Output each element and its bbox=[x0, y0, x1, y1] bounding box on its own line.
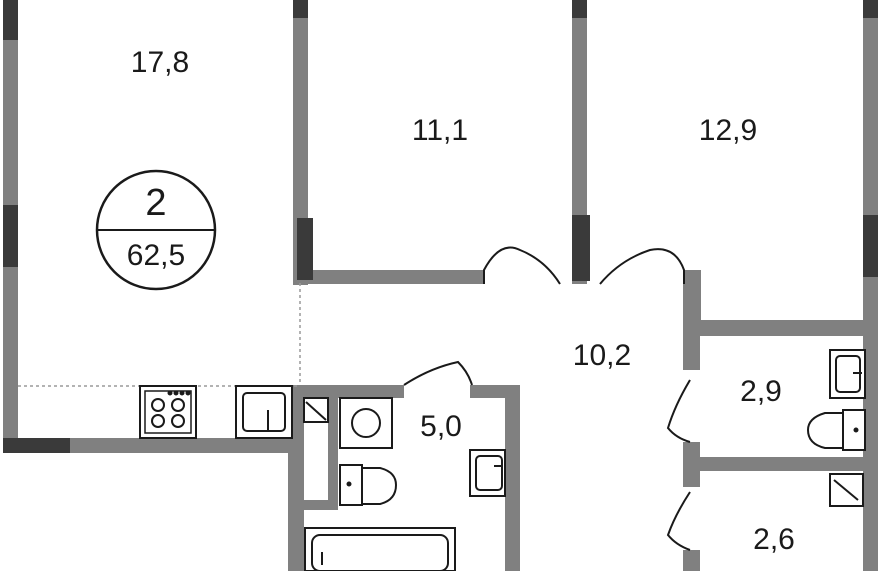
wall-bath-right bbox=[505, 385, 520, 571]
wall-bath-inner bbox=[328, 398, 338, 508]
window-bedroom-right-top bbox=[572, 0, 587, 18]
zone-lines bbox=[18, 283, 301, 387]
toilet-upper-icon bbox=[806, 409, 866, 451]
window-right-mid bbox=[863, 215, 878, 277]
window-bedroom-right-low bbox=[572, 215, 590, 281]
doors bbox=[403, 246, 691, 551]
apartment-badge: 2 62,5 bbox=[95, 169, 217, 291]
toilet-lower-shaft-icon bbox=[829, 473, 864, 507]
kitchen-sink-icon bbox=[235, 385, 293, 439]
windows bbox=[3, 0, 878, 453]
wall-bath-shelf bbox=[304, 500, 338, 510]
total-area: 62,5 bbox=[127, 239, 185, 272]
door-toilet-lower bbox=[666, 491, 691, 551]
door-toilet-upper bbox=[666, 379, 691, 443]
wall-toilet-left-1 bbox=[683, 320, 700, 370]
wall-bath-top bbox=[304, 385, 404, 398]
fixtures bbox=[139, 349, 866, 571]
window-living-left bbox=[3, 205, 18, 267]
area-toilet-lower: 2,6 bbox=[753, 523, 795, 556]
area-bedroom-right: 12,9 bbox=[699, 114, 757, 147]
area-toilet-upper: 2,9 bbox=[740, 375, 782, 408]
door-bedroom-mid bbox=[483, 246, 561, 285]
bathtub-icon bbox=[304, 527, 456, 571]
area-living-kitchen: 17,8 bbox=[131, 46, 189, 79]
window-bedroom-mid-top bbox=[293, 0, 308, 18]
window-living-bottom bbox=[3, 438, 70, 453]
wall-bedroom-mid-bottom bbox=[300, 270, 484, 284]
wall-toilet-divider bbox=[683, 457, 878, 471]
washing-machine-icon bbox=[339, 397, 393, 449]
window-living-top bbox=[3, 0, 18, 40]
wall-bedroom-right-bottom bbox=[683, 270, 701, 325]
area-bathroom: 5,0 bbox=[420, 410, 462, 443]
bath-sink-icon bbox=[469, 449, 506, 497]
wall-toilet-left-3 bbox=[683, 550, 700, 571]
door-bedroom-right bbox=[599, 248, 685, 285]
toilet-upper-sink-icon bbox=[829, 349, 866, 399]
wall-right-outer bbox=[863, 0, 878, 571]
wall-toilet-top bbox=[683, 320, 878, 336]
area-hallway: 10,2 bbox=[573, 339, 631, 372]
door-bathroom bbox=[403, 360, 473, 386]
wall-living-bedroom bbox=[293, 0, 308, 285]
area-labels: 17,8 11,1 12,9 10,2 5,0 2,9 2,6 bbox=[131, 46, 795, 556]
shaft-icon bbox=[303, 397, 329, 423]
stove-icon bbox=[139, 385, 197, 439]
window-right-top bbox=[863, 0, 878, 18]
bath-toilet-icon bbox=[339, 464, 398, 506]
area-bedroom-middle: 11,1 bbox=[412, 114, 468, 147]
rooms-count: 2 bbox=[145, 182, 166, 224]
wall-bedroom-divider bbox=[572, 0, 587, 284]
wall-living-bottom bbox=[3, 438, 303, 453]
window-bedroom-mid-low bbox=[297, 218, 313, 280]
wall-bath-left bbox=[288, 438, 304, 571]
